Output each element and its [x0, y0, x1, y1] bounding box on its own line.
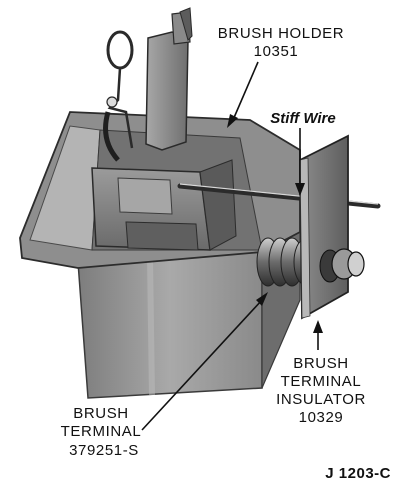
insulator-part-number: 10329 — [299, 409, 344, 426]
insulator-label-line2: TERMINAL — [281, 373, 362, 390]
insulator-label-line3: INSULATOR — [276, 391, 366, 408]
brush-holder-label: BRUSH HOLDER — [218, 25, 344, 42]
insulator-label-line1: BRUSH — [293, 355, 349, 372]
stiff-wire-label: Stiff Wire — [270, 110, 335, 127]
wire-loop — [103, 30, 134, 162]
insulator-plate — [299, 134, 349, 320]
brush-terminal-label-line1: BRUSH — [73, 405, 129, 422]
brush-terminal-part-number: 379251-S — [69, 442, 139, 459]
brush-terminal-label-line2: TERMINAL — [61, 423, 142, 440]
figure-number: J 1203-C — [325, 465, 391, 482]
brush-spring-arm — [145, 7, 193, 151]
leader-lines — [141, 61, 323, 431]
brush-block — [91, 159, 237, 251]
terminal-nut — [319, 248, 365, 283]
brush-holder-part-number: 10351 — [254, 43, 299, 60]
